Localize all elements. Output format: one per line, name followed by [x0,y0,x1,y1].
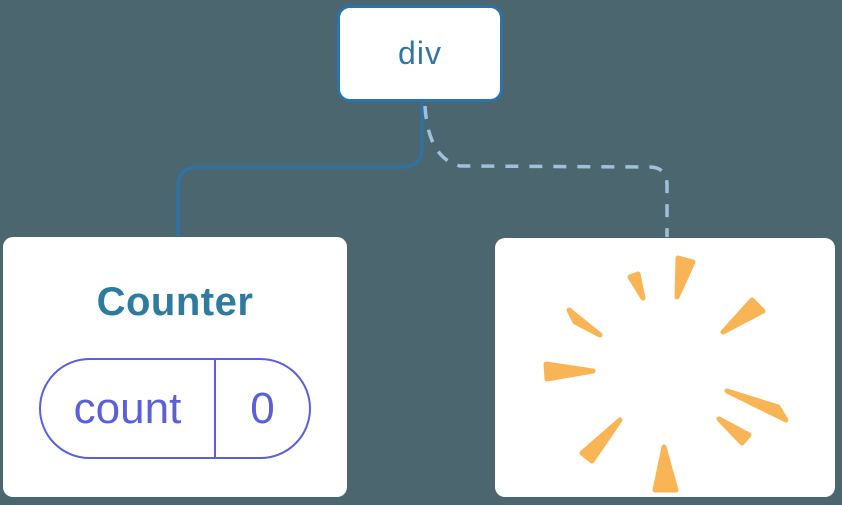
state-pill-value: 0 [250,383,275,433]
poof-ray [716,416,752,446]
solid-link-div-to-counter [176,102,424,238]
root-node-label: div [398,35,442,71]
counter-component-card: Counter count 0 [3,237,347,497]
state-pill: count 0 [39,358,311,459]
poof-ray [566,307,603,338]
poof-ray [720,297,766,335]
poof-ray [674,255,696,300]
counter-component-title: Counter [96,280,254,324]
poof-ray [724,388,789,423]
poof-ray [543,361,596,382]
poof-ray [579,417,623,464]
poof-burst-icon [543,255,789,493]
state-pill-key: count [41,360,216,457]
poof-ray [627,271,646,301]
root-node-div: div [337,5,503,102]
poof-ray [652,444,679,493]
removed-component-card [495,238,835,497]
dashed-link-div-to-removed [423,105,669,237]
